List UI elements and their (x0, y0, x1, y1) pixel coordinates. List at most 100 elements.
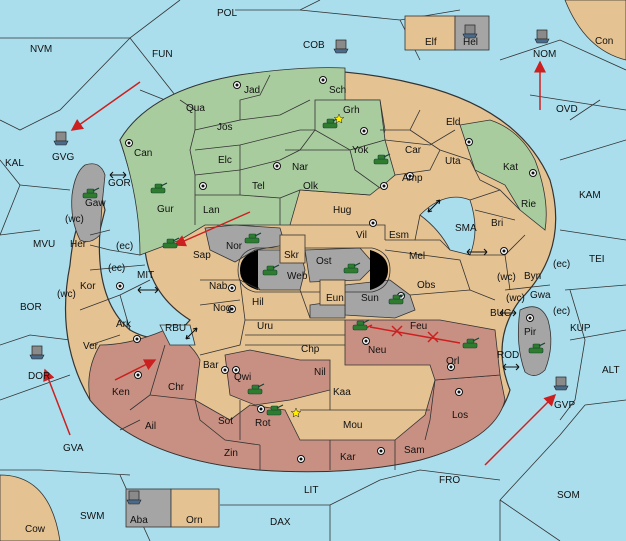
sea-label-dor: DOR (28, 371, 50, 382)
territory-label-olk: Olk (303, 181, 319, 192)
territory-label-qwi: Qwi (234, 372, 251, 383)
army-icon[interactable] (462, 337, 480, 349)
coast-labels: (wc)(ec)(ec)(wc)(wc)(ec)(wc)(ec) (57, 214, 570, 317)
sea-label-kam: KAM (579, 190, 601, 201)
territory-label-nor: Nor (226, 241, 243, 252)
sea-label-cob: COB (303, 40, 325, 51)
supply-centers (116, 76, 537, 463)
territory-label-car: Car (405, 145, 422, 156)
territory-label-bar: Bar (203, 360, 219, 371)
territory-label-vil: Vil (356, 230, 367, 241)
territory-label-bri: Bri (491, 218, 503, 229)
coast-label: (ec) (553, 259, 570, 270)
territory-label-rot: Rot (255, 418, 271, 429)
territory-label-grh: Grh (343, 105, 360, 116)
territory-label-kar: Kar (340, 452, 356, 463)
territory-label-uru: Uru (257, 321, 273, 332)
sea-label-rod: ROD (497, 350, 519, 361)
army-icon[interactable] (266, 404, 284, 416)
sea-label-nvm: NVM (30, 44, 52, 55)
region-red-east[interactable] (344, 319, 501, 381)
territory-pir[interactable] (517, 306, 552, 376)
territory-skr[interactable] (279, 234, 306, 264)
army-icon[interactable] (373, 153, 391, 165)
coast-label: (wc) (57, 289, 76, 300)
territory-label-zin: Zin (224, 448, 238, 459)
territory-label-sam: Sam (404, 445, 425, 456)
army-icon[interactable] (162, 237, 180, 249)
sea-label-lit: LIT (304, 485, 318, 496)
territory-label-gaw: Gaw (85, 198, 106, 209)
territory-label-ver: Ver (83, 341, 99, 352)
territory-label-yok: Yok (352, 145, 369, 156)
territory-label-mel: Mel (409, 251, 425, 262)
territory-label-nog: Nog (213, 303, 231, 314)
army-icon[interactable] (528, 342, 546, 354)
lake-west (240, 250, 258, 290)
fleet-icon[interactable] (29, 345, 45, 360)
home-star-icon (333, 113, 345, 124)
territory-label-hil: Hil (252, 297, 264, 308)
territory-label-amp: Amp (402, 173, 423, 184)
sea-label-bor: BOR (20, 302, 42, 313)
sea-label-cow: Cow (25, 524, 46, 535)
territory-label-ost: Ost (316, 256, 332, 267)
territory-label-lan: Lan (203, 205, 220, 216)
territory-label-ail: Ail (145, 421, 156, 432)
territory-eun[interactable] (319, 279, 346, 306)
territory-label-sap: Sap (193, 250, 211, 261)
territory-label-kat: Kat (503, 162, 518, 173)
army-icon[interactable] (388, 293, 406, 305)
territory-label-mou: Mou (343, 420, 362, 431)
fleet-icon[interactable] (553, 376, 569, 391)
coast-label: (ec) (116, 241, 133, 252)
territory-label-rie: Rie (521, 199, 536, 210)
sea-label-fun: FUN (152, 49, 173, 60)
territory-label-sot: Sot (218, 416, 233, 427)
army-icon[interactable] (343, 262, 361, 274)
fleet-icon[interactable] (462, 24, 478, 39)
fleet-icon[interactable] (126, 490, 142, 505)
sea-label-fro: FRO (439, 475, 460, 486)
territory-gaw[interactable] (71, 163, 106, 243)
army-icon[interactable] (247, 383, 265, 395)
territory-yok[interactable] (349, 139, 396, 189)
fleet-icon[interactable] (53, 131, 69, 146)
sea-label-con: Con (595, 36, 613, 47)
fleet-icon[interactable] (534, 29, 550, 44)
sea-label-tei: TEI (589, 254, 605, 265)
territory-kat[interactable] (459, 119, 547, 231)
territory-label-sun: Sun (361, 293, 379, 304)
territory-orn[interactable] (170, 488, 220, 528)
army-icon[interactable] (262, 264, 280, 276)
sea-label-alt: ALT (602, 365, 620, 376)
territory-label-orl: Orl (446, 356, 459, 367)
sea-label-kup: KUP (570, 323, 591, 334)
sea-label-ovd: OVD (556, 104, 578, 115)
sea-label-som: SOM (557, 490, 580, 501)
territory-label-skr: Skr (284, 250, 300, 261)
territory-label-nar: Nar (292, 162, 309, 173)
sea-label-pol: POL (217, 8, 237, 19)
territory-label-esm: Esm (389, 230, 409, 241)
territory-elf[interactable] (404, 15, 456, 51)
army-icon[interactable] (82, 187, 100, 199)
passage-arrows (109, 171, 520, 371)
channel-sma (419, 196, 476, 256)
army-icon[interactable] (244, 232, 262, 244)
sea-label-dax: DAX (270, 517, 291, 528)
territory-nor[interactable] (204, 224, 286, 263)
territory-label-hug: Hug (333, 205, 351, 216)
territory-label-neu: Neu (368, 345, 386, 356)
fleet-icon[interactable] (333, 39, 349, 54)
sea-label-sma: SMA (455, 223, 477, 234)
territory-label-hel: Hel (463, 37, 478, 48)
army-icon[interactable] (352, 319, 370, 331)
territory-label-tel: Tel (252, 181, 265, 192)
channel-rbu (159, 324, 196, 346)
sea-label-nom: NOM (533, 49, 556, 60)
army-icon[interactable] (150, 182, 168, 194)
